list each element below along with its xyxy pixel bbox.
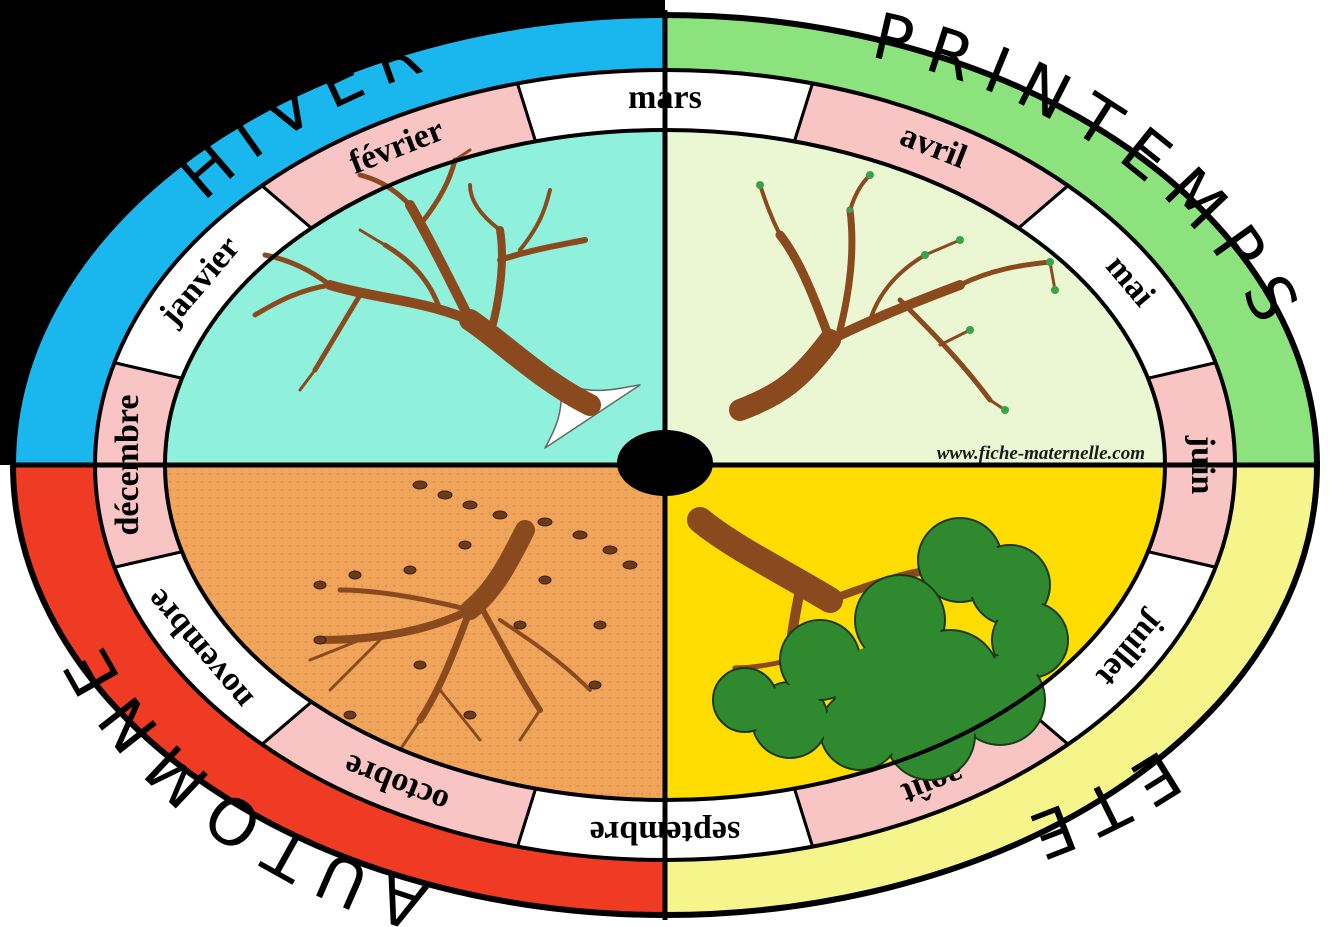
center-dot [617, 430, 713, 496]
credit-text: www.fiche-maternelle.com [937, 443, 1145, 464]
